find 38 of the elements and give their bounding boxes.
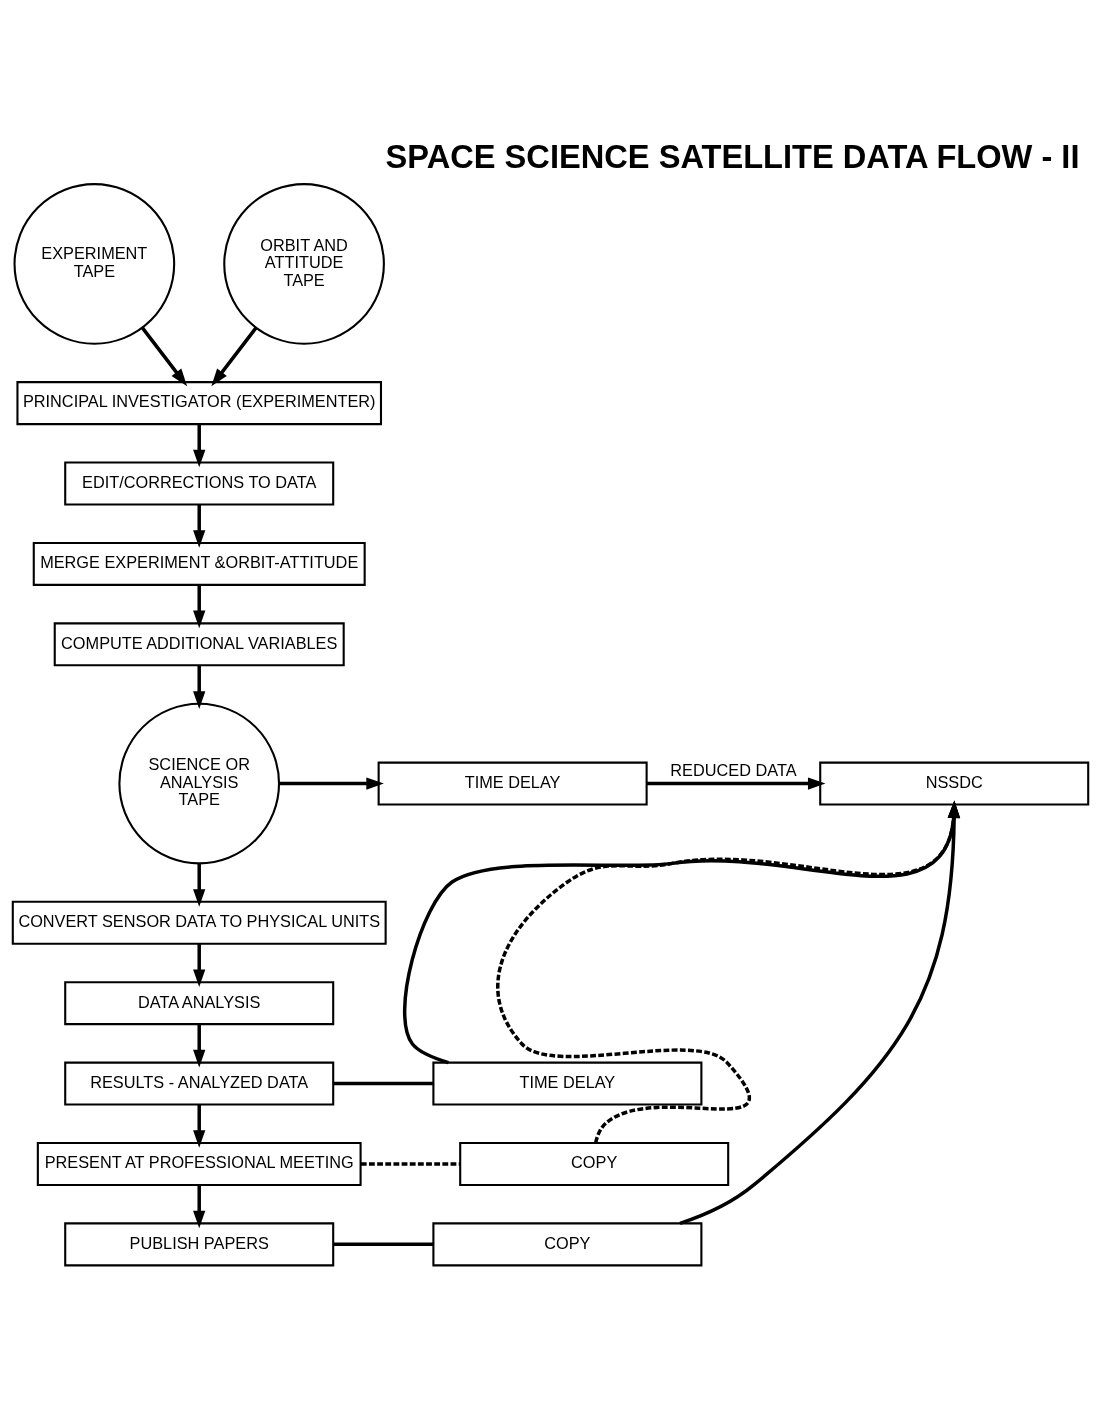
node-box: TIME DELAY xyxy=(377,761,648,806)
arrow xyxy=(193,1024,206,1068)
arrow xyxy=(193,665,206,709)
arrow xyxy=(679,800,961,1226)
arrow xyxy=(279,777,384,790)
arrow xyxy=(211,326,258,387)
node-box: RESULTS - ANALYZED DATA xyxy=(64,1061,335,1106)
node-circle: EXPERIMENT TAPE xyxy=(13,183,176,345)
node-box: COPY xyxy=(432,1222,703,1267)
node-box: COMPUTE ADDITIONAL VARIABLES xyxy=(53,622,345,667)
node-circle: SCIENCE OR ANALYSIS TAPE xyxy=(118,702,281,865)
node-box: DATA ANALYSIS xyxy=(64,981,335,1026)
arrow xyxy=(193,424,206,468)
connector xyxy=(360,1162,461,1166)
arrow xyxy=(193,863,206,907)
node-circle: ORBIT AND ATTITUDE TAPE xyxy=(223,183,385,345)
connector xyxy=(333,1081,433,1086)
arrow xyxy=(193,585,206,629)
arrow xyxy=(141,326,188,387)
arrow xyxy=(403,800,960,1065)
node-box: COPY xyxy=(459,1141,730,1186)
arrow xyxy=(193,1104,206,1148)
arrow xyxy=(193,944,206,987)
edge-label: REDUCED DATA xyxy=(670,760,797,779)
arrow xyxy=(193,504,206,548)
node-box: PRINCIPAL INVESTIGATOR (EXPERIMENTER) xyxy=(16,381,383,426)
node-box: EDIT/CORRECTIONS TO DATA xyxy=(64,461,335,506)
node-box: MERGE EXPERIMENT &ORBIT-ATTITUDE xyxy=(32,541,366,586)
arrow xyxy=(496,800,960,1144)
node-box: CONVERT SENSOR DATA TO PHYSICAL UNITS xyxy=(11,900,387,945)
connector xyxy=(333,1242,433,1247)
node-box: NSSDC xyxy=(819,761,1090,806)
arrow xyxy=(646,777,826,790)
diagram-title: SPACE SCIENCE SATELLITE DATA FLOW - II xyxy=(385,138,1080,176)
node-box: PUBLISH PAPERS xyxy=(64,1222,335,1267)
node-box: PRESENT AT PROFESSIONAL MEETING xyxy=(36,1141,362,1186)
node-box: TIME DELAY xyxy=(432,1061,703,1106)
arrow xyxy=(193,1185,206,1229)
